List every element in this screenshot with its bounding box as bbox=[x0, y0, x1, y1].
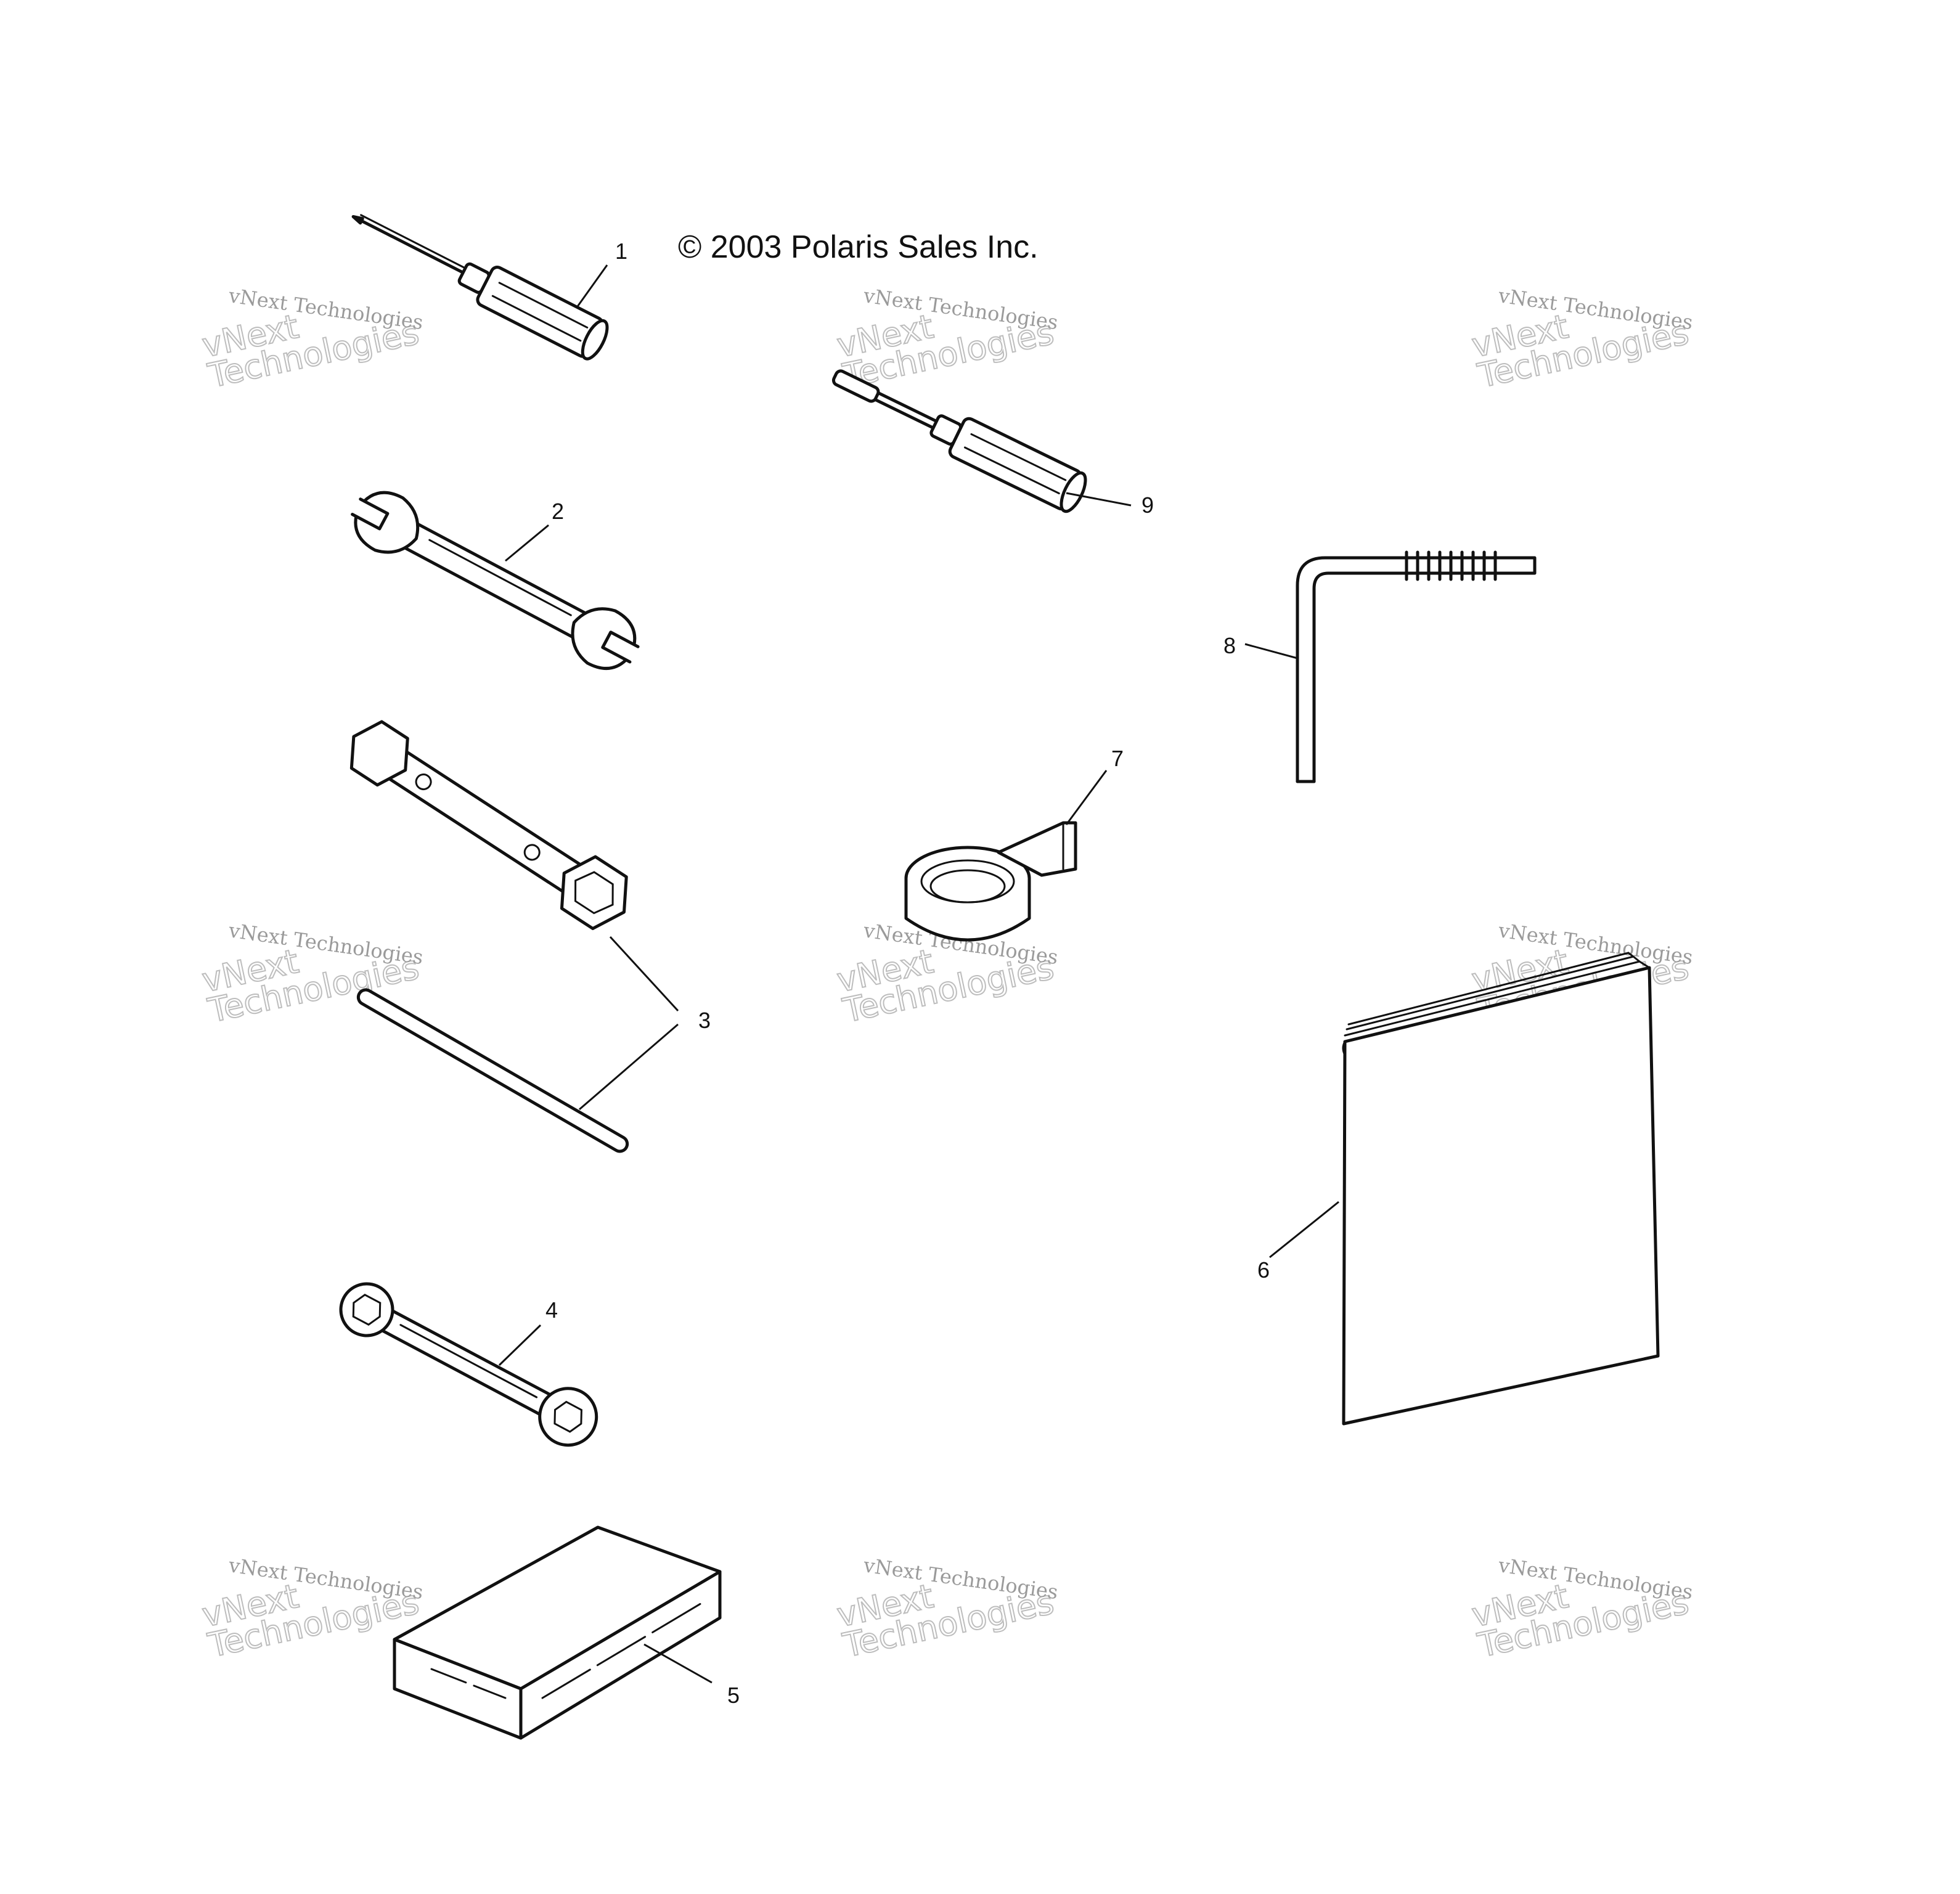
strap-icon bbox=[904, 821, 1077, 942]
leader-6 bbox=[1269, 1201, 1339, 1259]
watermark-group: vNext Technologies vNext Technologies vN… bbox=[198, 284, 1694, 1665]
callout-8: 8 bbox=[1223, 633, 1236, 658]
owners-manual-icon bbox=[1342, 952, 1660, 1426]
l-key-tool-icon bbox=[1296, 550, 1537, 783]
callout-1: 1 bbox=[615, 239, 627, 264]
leader-3a bbox=[609, 936, 679, 1012]
watermark-tile: vNext Technologies vNext Technologies bbox=[1468, 284, 1694, 396]
callout-5: 5 bbox=[727, 1683, 740, 1708]
leader-4 bbox=[498, 1324, 542, 1366]
callout-2: 2 bbox=[552, 499, 564, 524]
watermark-tile: vNext Technologies vNext Technologies bbox=[833, 284, 1060, 396]
callout-labels: 1 2 3 4 5 6 7 8 9 bbox=[545, 239, 1270, 1708]
callout-9: 9 bbox=[1141, 492, 1154, 518]
tool-pouch-icon bbox=[393, 1525, 722, 1740]
callout-3: 3 bbox=[698, 1008, 711, 1033]
callout-6: 6 bbox=[1257, 1257, 1270, 1283]
copyright-text: © 2003 Polaris Sales Inc. bbox=[678, 229, 1039, 265]
watermark-tile: vNext Technologies vNext Technologies bbox=[1468, 1553, 1694, 1665]
screwdriver-9-icon bbox=[831, 369, 1087, 513]
callout-7: 7 bbox=[1111, 746, 1124, 771]
leader-9 bbox=[1066, 492, 1132, 507]
callout-4: 4 bbox=[545, 1297, 558, 1323]
leader-1 bbox=[575, 264, 608, 309]
screwdriver-1-icon bbox=[351, 214, 609, 361]
leader-2 bbox=[505, 524, 549, 562]
watermark-tile: vNext Technologies vNext Technologies bbox=[833, 1553, 1060, 1665]
socket-wrench-icon bbox=[349, 720, 628, 931]
leader-7 bbox=[1065, 770, 1108, 825]
watermark-tile: vNext Technologies vNext Technologies bbox=[198, 1553, 425, 1665]
box-end-wrench-icon bbox=[339, 1282, 598, 1447]
leader-lines bbox=[498, 264, 1339, 1684]
open-end-wrench-icon bbox=[351, 491, 640, 670]
leader-5 bbox=[643, 1643, 713, 1684]
grip-coils bbox=[1405, 550, 1497, 581]
watermark-tile: vNext Technologies vNext Technologies bbox=[198, 284, 425, 396]
leader-3b bbox=[579, 1023, 679, 1111]
leader-8 bbox=[1244, 643, 1298, 659]
tommy-bar-icon bbox=[356, 988, 629, 1153]
